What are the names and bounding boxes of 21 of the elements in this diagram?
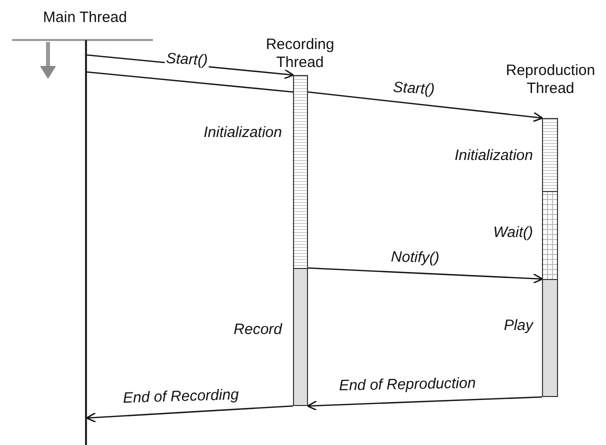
thread-title: Recording Thread <box>264 36 336 72</box>
message-arrow <box>86 405 294 423</box>
phase-label: Wait() <box>493 224 533 242</box>
edge-label: End of Reproduction <box>338 374 477 396</box>
phase-label: Initialization <box>204 124 282 142</box>
phase-label: Play <box>504 317 533 335</box>
activation-bar <box>542 279 558 397</box>
edge-label: Start() <box>164 50 210 70</box>
activation-bar <box>293 75 308 269</box>
edge-label: Start() <box>392 78 436 100</box>
message-arrow <box>306 396 542 411</box>
phase-label: Record <box>234 321 282 339</box>
edge-label: Notify() <box>390 248 441 268</box>
activation-bar <box>542 191 558 280</box>
thread-title: Reproduction Thread <box>504 62 596 98</box>
phase-label: Initialization <box>454 147 533 165</box>
thread-title: Main Thread <box>42 9 128 27</box>
message-arrow <box>308 267 544 284</box>
message-arrow <box>308 91 544 122</box>
activation-bar <box>542 118 558 192</box>
activation-bar <box>293 268 308 406</box>
